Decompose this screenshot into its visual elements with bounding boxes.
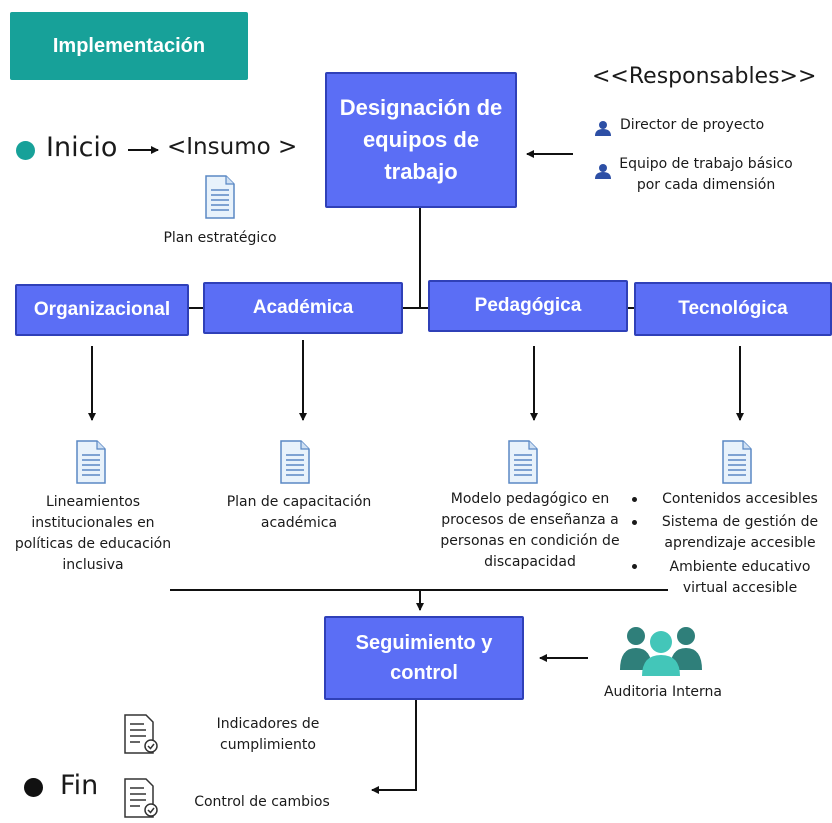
checklist-icon [124,778,158,823]
dimension-pedagogica: Pedagógica [428,280,628,332]
dimension-label: Organizacional [33,299,171,320]
dimension-academica: Académica [203,282,403,334]
person-icon [594,163,612,184]
output-academica: Plan de capacitación académica [226,494,372,531]
document-icon [508,440,538,489]
team-icon [618,622,704,681]
header-title-box: Implementación [10,12,248,80]
bullet [632,497,637,502]
output-tecnologica-3: Ambiente educativo virtual accesible [669,559,811,596]
dimension-label: Tecnológica [678,298,788,319]
dimension-label: Pedagógica [474,295,582,316]
bullet [632,520,637,525]
document-icon [722,440,752,489]
person-icon [594,120,612,141]
designation-label: Designación de equipos de trabajo [339,95,503,184]
document-icon [205,175,235,224]
auditor-label: Auditoria Interna [603,684,723,700]
control-output-arrow [371,700,417,794]
control-label: Seguimiento y control [355,632,493,684]
checklist-icon [124,714,158,759]
document-icon [280,440,310,489]
bullet [632,564,637,569]
end-dot [24,778,43,797]
output-organizacional: Lineamientos institucionales en política… [14,494,172,573]
responsables-title: <<Responsables>> [592,64,817,89]
dimension-organizacional: Organizacional [15,284,189,336]
final-output-2: Control de cambios [194,794,330,810]
output-tecnologica-2: Sistema de gestión de aprendizaje accesi… [661,514,819,551]
input-label: <Insumo > [167,134,298,160]
end-label: Fin [60,770,99,801]
dimension-label: Académica [252,297,354,318]
responsable-item-2: Equipo de trabajo básico por cada dimens… [619,156,793,193]
responsable-item-1: Director de proyecto [620,117,765,133]
page-title: Implementación [52,34,206,57]
input-doc-label: Plan estratégico [163,230,277,246]
control-box: Seguimiento y control [324,616,524,700]
dimension-tecnologica: Tecnológica [634,282,832,336]
final-output-1: Indicadores de cumplimiento [216,716,320,753]
document-icon [76,440,106,489]
designation-box: Designación de equipos de trabajo [325,72,517,208]
start-label: Inicio [46,132,118,163]
start-dot [16,141,35,160]
output-pedagogica: Modelo pedagógico en procesos de enseñan… [440,491,620,570]
output-tecnologica-1: Contenidos accesibles [662,491,818,507]
